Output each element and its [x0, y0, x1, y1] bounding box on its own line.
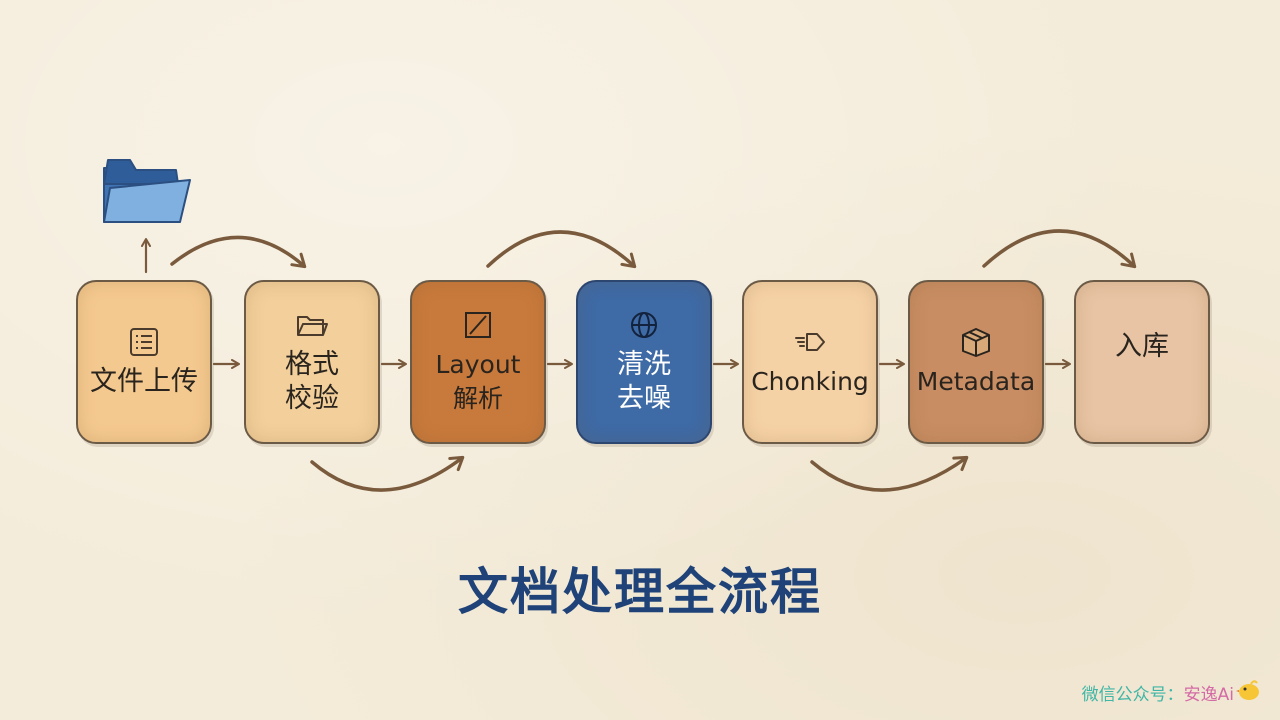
watermark-brand: 安逸Ai [1183, 685, 1234, 705]
step-label: 入库 [1115, 331, 1169, 362]
open-folder-icon [297, 316, 328, 336]
step-store: 入库 [1074, 280, 1210, 444]
curved-arrow-bottom-1 [310, 455, 465, 492]
speed-arrow-icon [795, 333, 825, 351]
step-clean-denoise: 清洗 去噪 [576, 280, 712, 444]
step-layout-parse: Layout 解析 [410, 280, 546, 444]
step-label: Metadata [916, 367, 1036, 396]
step-label: 文件上传 [90, 366, 198, 397]
chick-icon [1236, 680, 1259, 700]
diagonal-frame-icon [465, 312, 491, 338]
step-chunking: Chonking [742, 280, 878, 444]
step-label: 清洗 去噪 [617, 349, 671, 414]
curved-arrow-top-3 [982, 229, 1137, 269]
step-label: Layout 解析 [435, 350, 521, 413]
step-file-upload: 文件上传 [76, 280, 212, 444]
curved-arrow-top-2 [486, 230, 637, 269]
curved-arrow-bottom-2 [810, 455, 969, 492]
watermark-prefix: 微信公众号： [1081, 685, 1184, 705]
blue-folder-icon [103, 159, 191, 223]
document-lines-icon [130, 328, 158, 356]
curved-arrow-top-1 [170, 235, 307, 269]
step-label: 格式 校验 [285, 349, 339, 414]
package-box-icon [962, 328, 990, 357]
diagram-title: 文档处理全流程 [458, 563, 822, 621]
watermark: 微信公众号：安逸Ai [1082, 680, 1234, 705]
step-label: Chonking [751, 367, 869, 396]
step-metadata: Metadata [908, 280, 1044, 444]
step-format-check: 格式 校验 [244, 280, 380, 444]
globe-icon [631, 312, 657, 338]
